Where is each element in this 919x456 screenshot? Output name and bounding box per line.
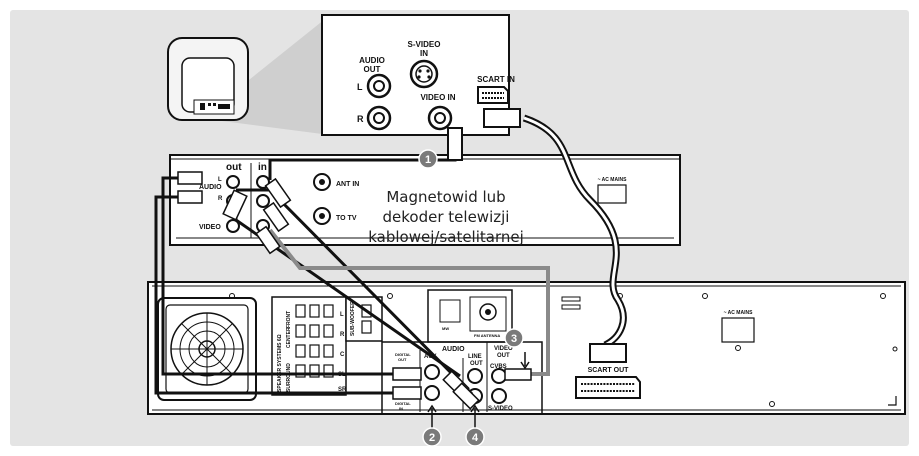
cvbs-jack-icon xyxy=(491,368,507,384)
vcr-left-label: L xyxy=(218,177,222,183)
svideo-out-jack-icon xyxy=(491,388,507,404)
vcr-audio-label: AUDIO xyxy=(199,184,222,191)
tv-audio-out-label-1: AUDIO xyxy=(359,56,385,65)
tv-rear-panel: AUDIO OUT L R S-VIDEO IN VIDEO IN SCART … xyxy=(321,14,515,136)
vcr-out-label: out xyxy=(226,162,242,173)
vcr-to-tv-label: TO TV xyxy=(336,215,357,222)
tv-icon xyxy=(167,37,249,121)
aux-r-jack-icon xyxy=(424,385,440,401)
vcr-ac-mains-socket-icon xyxy=(597,184,627,204)
surround-label: SURROUND xyxy=(286,363,292,392)
line-out-label-1: LINE xyxy=(468,354,482,360)
fan-icon xyxy=(157,297,257,401)
cable-cvbs xyxy=(268,228,550,376)
cables xyxy=(154,108,627,428)
step-badge-4-label: 4 xyxy=(472,432,479,444)
receiver-audio-label: AUDIO xyxy=(442,346,465,353)
tv-right-label: R xyxy=(357,114,364,124)
aux-l-jack-icon xyxy=(424,364,440,380)
vcr-out-l-jack-icon xyxy=(226,175,240,189)
speaker-tag-sr: SR xyxy=(338,387,347,393)
tv-audio-r-jack-icon xyxy=(366,105,392,131)
tv-scart-in-connector-icon xyxy=(477,86,509,104)
vcr-video-label: VIDEO xyxy=(199,224,221,231)
vcr-caption-line-1: Magnetowid lub xyxy=(386,188,505,206)
video-out-label-2: OUT xyxy=(497,353,510,359)
video-out-label-1: VIDEO xyxy=(494,346,513,352)
speaker-systems-label: SPEAKER SYSTEMS 6Ω xyxy=(277,334,283,392)
antenna-panel: MW FM ANTENNA xyxy=(427,289,513,343)
tv-audio-l-jack-icon xyxy=(366,73,392,99)
step-badge-2-label: 2 xyxy=(429,432,435,444)
receiver-ac-mains-label: ~ AC MAINS xyxy=(724,310,754,316)
vcr-ant-in-label: ANT IN xyxy=(336,181,359,188)
speaker-tag-l: L xyxy=(340,312,344,318)
vcr-ant-in-jack-icon xyxy=(313,173,331,191)
step-badge-1: 1 xyxy=(418,149,438,169)
scart-out-label: SCART OUT xyxy=(588,367,630,374)
mw-label: MW xyxy=(442,326,449,331)
tv-video-in-jack-icon xyxy=(427,105,453,131)
tv-svideo-label-2: IN xyxy=(420,49,428,58)
vcr-out-video-jack-icon xyxy=(226,219,240,233)
speaker-tag-c: C xyxy=(340,352,345,358)
front-label: FRONT xyxy=(286,311,292,328)
receiver-ac-mains-socket-icon xyxy=(721,317,755,343)
center-label: CENTER xyxy=(286,327,292,348)
digital-in-label-2: IN xyxy=(399,406,403,411)
vcr-ac-mains-label: ~ AC MAINS xyxy=(598,177,628,183)
vcr-device: out in AUDIO L R VIDEO ANT IN TO TV ~ AC… xyxy=(169,154,681,246)
tv-audio-out-label-2: OUT xyxy=(364,65,381,74)
tv-video-in-label: VIDEO IN xyxy=(420,93,455,102)
tv-svideo-jack-icon xyxy=(409,59,439,89)
vcr-caption-line-2: dekoder telewizji xyxy=(383,208,510,226)
cable-audio-out-r xyxy=(154,195,395,395)
svideo-out-label: S-VIDEO xyxy=(488,406,513,412)
subwoofer-label: SUB-WOOFER xyxy=(350,301,356,336)
fm-antenna-label: FM ANTENNA xyxy=(474,333,500,338)
vcr-to-tv-jack-icon xyxy=(313,207,331,225)
step-badge-3-label: 3 xyxy=(511,333,517,345)
vcr-in-r-jack-icon xyxy=(256,194,270,208)
scart-out-connector-icon xyxy=(575,376,641,399)
digital-out-label-2: OUT xyxy=(398,357,407,362)
tv-svideo-label-1: S-VIDEO xyxy=(408,40,441,49)
vcr-right-label: R xyxy=(218,196,223,202)
digital-in-label-1: DIGITAL xyxy=(395,401,411,406)
vcr-caption-line-3: kablowej/satelitarnej xyxy=(368,228,524,246)
step-badge-2: 2 xyxy=(422,427,442,447)
vcr-in-label: in xyxy=(258,162,267,173)
step-badge-3: 3 xyxy=(504,328,524,348)
digital-out-label-1: DIGITAL xyxy=(395,352,411,357)
step-badge-4: 4 xyxy=(465,427,485,447)
cvbs-label: CVBS xyxy=(490,364,507,370)
tv-scart-in-label: SCART IN xyxy=(477,75,515,84)
tv-left-label: L xyxy=(357,82,363,92)
speaker-tag-r: R xyxy=(340,332,345,338)
line-out-l-jack-icon xyxy=(467,368,483,384)
line-out-label-2: OUT xyxy=(470,361,483,367)
step-badge-1-label: 1 xyxy=(425,154,431,166)
